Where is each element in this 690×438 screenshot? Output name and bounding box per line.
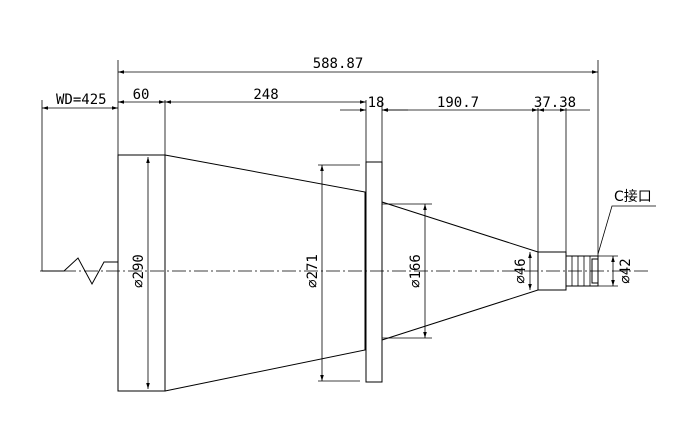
dim-37-38-label: 37.38 [534,95,576,111]
dim-18-label: 18 [368,95,385,111]
dia-42-label: ⌀42 [618,258,634,283]
dim-60-label: 60 [133,87,150,103]
wd-break-symbol [42,257,118,286]
mount-leader-line [597,205,656,255]
horizontal-dimensions [42,70,598,112]
mount-label: C接口 [614,188,652,205]
dim-190-7-label: 190.7 [437,95,479,111]
dim-248-label: 248 [253,87,278,103]
extension-lines [41,60,599,271]
dia-271-label: ⌀271 [305,254,321,288]
dia-166-label: ⌀166 [408,254,424,288]
overall-length-label: 588.87 [313,56,364,72]
diameter-dimensions [146,157,618,389]
working-distance-label: WD=425 [56,92,107,108]
dia-290-label: ⌀290 [131,254,147,288]
lens-outline [117,154,599,392]
dia-46-label: ⌀46 [513,258,529,283]
